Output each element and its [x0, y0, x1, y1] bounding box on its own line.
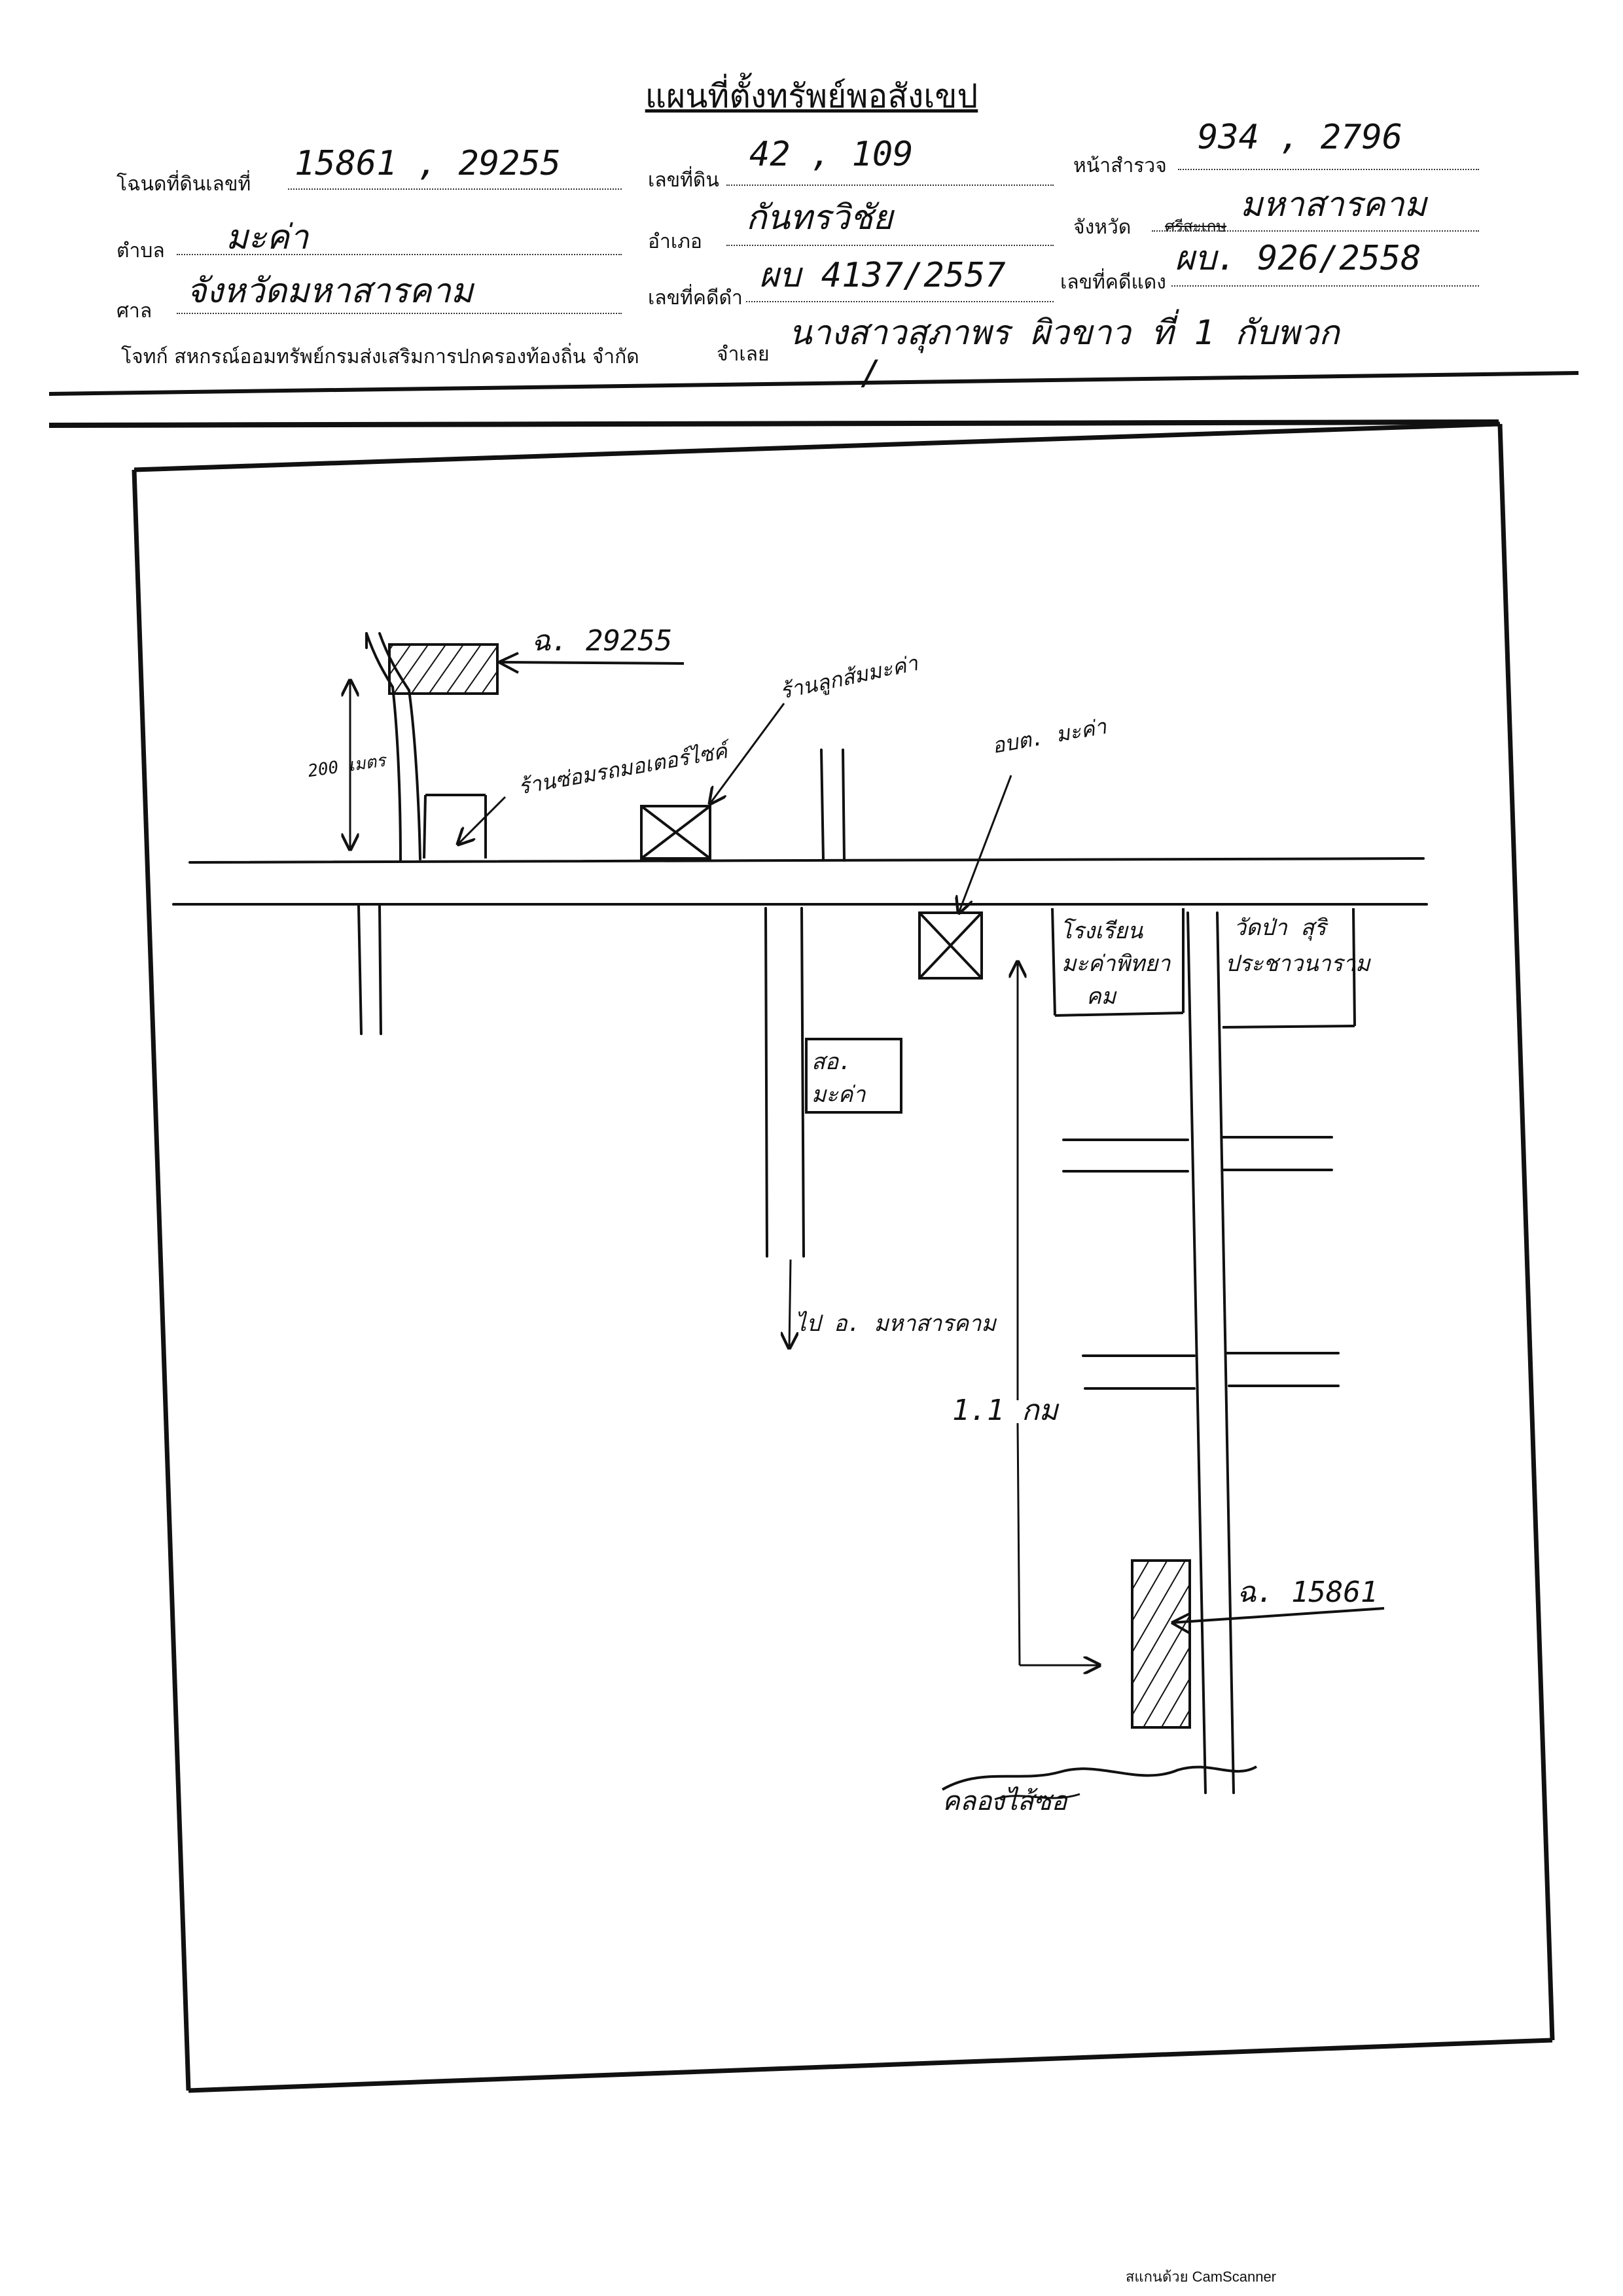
orange-shop-pointer	[710, 703, 785, 804]
canal-line	[941, 1765, 1257, 1791]
land-no-underline	[726, 185, 1054, 186]
scanner-footer: สแกนด้วย CamScanner	[1126, 2269, 1277, 2285]
to-city-arrow	[789, 1259, 791, 1348]
parcel-29255-label: ฉ. 29255	[531, 624, 673, 658]
deed-label: โฉนดที่ดินเลขที่	[116, 173, 251, 196]
defendant-value: นางสาวสุภาพร ผิวขาว ที่ 1 กับพวก	[789, 313, 1340, 353]
sao-box	[918, 911, 983, 980]
temple-label-2: ประชาวนาราม	[1225, 951, 1370, 977]
canal-label: คลองไส้ซอ	[942, 1786, 1067, 1816]
survey-underline	[1178, 169, 1479, 170]
health-station-label-2: มะค่า	[812, 1082, 866, 1108]
deed-value: 15861 , 29255	[294, 144, 561, 183]
red-case-underline	[1171, 285, 1479, 287]
roads	[172, 632, 1428, 1794]
school-label-1: โรงเรียน	[1060, 918, 1143, 944]
land-no-label: เลขที่ดิน	[648, 169, 719, 192]
defendant-label: จำเลย	[717, 343, 770, 366]
province-struck: ศรีสะเกษ	[1165, 217, 1227, 236]
province-label: จังหวัด	[1073, 216, 1132, 239]
tambon-underline	[177, 254, 622, 255]
black-case-underline	[746, 301, 1054, 302]
black-case-value: ผบ 4137/2557	[759, 256, 1006, 295]
parcel-15861	[1131, 1559, 1191, 1729]
sao-pointer	[959, 775, 1012, 913]
temple-box	[1222, 908, 1356, 1029]
health-station-box	[805, 1038, 902, 1114]
amphoe-value: กันทรวิชัย	[746, 198, 893, 238]
red-case-label: เลขที่คดีแดง	[1060, 271, 1166, 294]
school-label-2: มะค่าพิทยา	[1061, 951, 1171, 977]
header-divider-thick	[48, 419, 1499, 428]
health-station-label-1: สอ.	[812, 1049, 852, 1075]
route-line-down	[1016, 1422, 1021, 1666]
red-case-value: ผบ. 926/2558	[1175, 239, 1421, 278]
parcel-15861-label: ฉ. 15861	[1237, 1576, 1378, 1609]
amphoe-underline	[726, 245, 1054, 246]
school-box	[1051, 908, 1185, 1017]
court-value: จังหวัดมหาสารคาม	[187, 272, 473, 311]
parcel-29255	[388, 643, 499, 695]
parcel-15861-pointer	[1171, 1607, 1385, 1624]
tambon-value: มะค่า	[226, 218, 309, 257]
motorcycle-shop-box	[423, 794, 487, 859]
distance-km-label: 1.1 กม	[952, 1394, 1058, 1427]
motorcycle-shop-pointer	[458, 796, 507, 844]
deed-underline	[288, 188, 622, 190]
survey-label: หน้าสำรวจ	[1073, 154, 1167, 177]
court-underline	[177, 313, 622, 314]
province-value: มหาสารคาม	[1240, 185, 1427, 224]
school-label-3: คม	[1086, 983, 1116, 1010]
black-case-label: เลขที่คดีดำ	[648, 287, 743, 309]
survey-value: 934 , 2796	[1198, 118, 1403, 157]
header-divider-bottom	[48, 371, 1579, 396]
map-frame	[132, 421, 1555, 2093]
defendant-mark: /	[861, 353, 882, 393]
temple-label-1: วัดป่า สุริ	[1234, 915, 1327, 941]
orange-shop-box	[640, 805, 711, 860]
page-title: แผนที่ตั้งทรัพย์พอสังเขป	[645, 77, 978, 115]
to-city-label: ไป อ. มหาสารคาม	[795, 1311, 996, 1337]
plaintiff-text: โจทก์ สหกรณ์ออมทรัพย์กรมส่งเสริมการปกครอ…	[121, 345, 639, 368]
province-underline	[1152, 230, 1479, 232]
canal-line-2	[994, 1793, 1080, 1801]
land-no-value: 42 , 109	[749, 135, 914, 174]
tambon-label: ตำบล	[116, 239, 165, 262]
parcel-29255-pointer	[498, 661, 685, 665]
amphoe-label: อำเภอ	[648, 230, 702, 253]
court-label: ศาล	[116, 300, 152, 323]
